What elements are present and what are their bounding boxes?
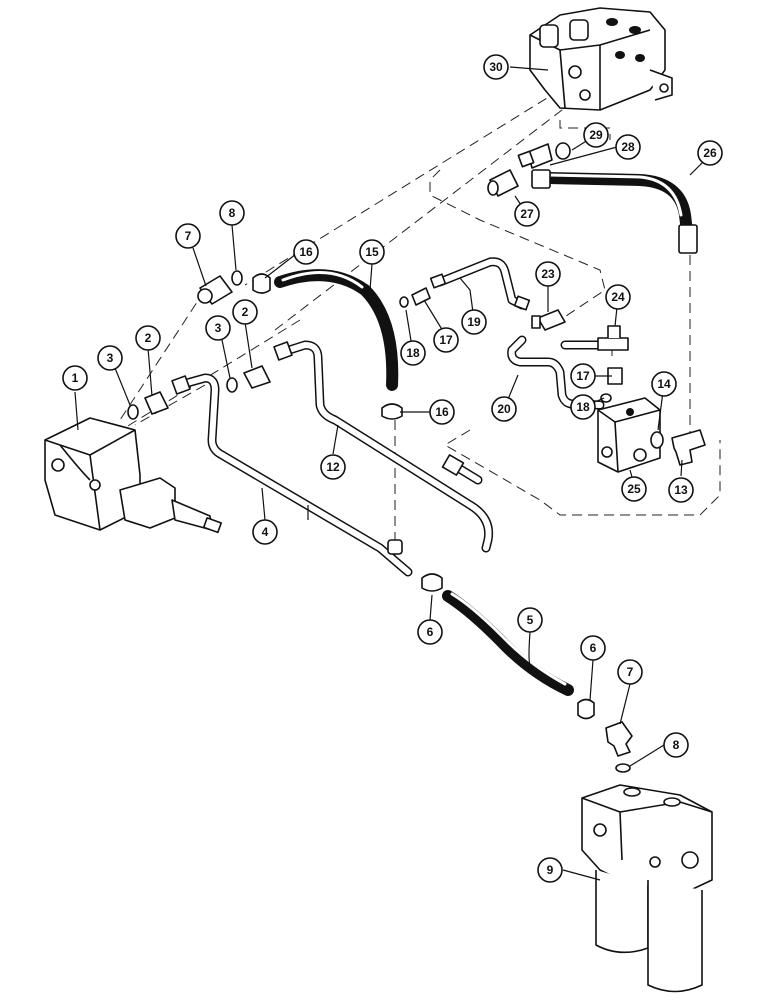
callout-29: 29 xyxy=(583,122,609,148)
leader-lines xyxy=(74,66,711,881)
control-valve-part-30 xyxy=(529,7,673,111)
svg-text:2: 2 xyxy=(242,305,249,319)
svg-text:29: 29 xyxy=(589,128,603,142)
tee-13 xyxy=(671,429,706,466)
callout-30: 30 xyxy=(483,54,509,80)
callout-15: 15 xyxy=(359,239,385,265)
filter-part-9 xyxy=(581,784,713,993)
svg-text:8: 8 xyxy=(229,206,236,220)
svg-text:28: 28 xyxy=(621,140,635,154)
callout-2: 2 xyxy=(232,299,258,325)
callout-4: 4 xyxy=(252,519,278,545)
clamp-16-upper xyxy=(252,273,271,294)
callout-28: 28 xyxy=(615,134,641,160)
lower-fittings-6-7-8 xyxy=(577,698,633,773)
callout-17: 17 xyxy=(433,327,459,353)
svg-text:23: 23 xyxy=(541,267,555,281)
callout-1: 1 xyxy=(62,365,88,391)
pump-part-1 xyxy=(44,417,223,534)
callout-25: 25 xyxy=(621,476,647,502)
hose-5 xyxy=(442,590,574,696)
o-ring-29 xyxy=(555,142,571,160)
svg-text:18: 18 xyxy=(406,346,420,360)
callout-14: 14 xyxy=(651,371,677,397)
callout-2: 2 xyxy=(135,325,161,351)
svg-text:20: 20 xyxy=(497,402,511,416)
callout-17: 17 xyxy=(570,363,596,389)
svg-text:24: 24 xyxy=(611,290,625,304)
svg-text:2: 2 xyxy=(145,331,152,345)
svg-text:9: 9 xyxy=(547,863,554,877)
fittings-13-14 xyxy=(650,429,706,466)
callout-27: 27 xyxy=(514,201,540,227)
callout-3: 3 xyxy=(205,315,231,341)
svg-text:16: 16 xyxy=(299,245,313,259)
callout-16: 16 xyxy=(429,399,455,425)
callout-9: 9 xyxy=(537,857,563,883)
callout-6: 6 xyxy=(417,619,443,645)
upper-fittings-17-18 xyxy=(399,287,431,308)
fittings-27-29 xyxy=(487,142,571,197)
clamp-6-lower xyxy=(421,573,443,592)
svg-text:6: 6 xyxy=(590,641,597,655)
svg-text:5: 5 xyxy=(527,613,534,627)
callout-18: 18 xyxy=(570,394,596,420)
svg-text:12: 12 xyxy=(326,460,340,474)
svg-text:7: 7 xyxy=(627,665,634,679)
svg-text:3: 3 xyxy=(107,351,114,365)
svg-text:6: 6 xyxy=(427,625,434,639)
callout-18: 18 xyxy=(400,340,426,366)
hose-26 xyxy=(531,169,698,254)
callout-5: 5 xyxy=(517,607,543,633)
callout-8: 8 xyxy=(219,200,245,226)
right-fittings-17-18 xyxy=(600,367,623,403)
callout-19: 19 xyxy=(461,309,487,335)
callout-24: 24 xyxy=(605,284,631,310)
callout-12: 12 xyxy=(320,454,346,480)
svg-text:25: 25 xyxy=(627,482,641,496)
valve-block-25 xyxy=(597,397,661,473)
svg-text:4: 4 xyxy=(262,525,269,539)
svg-text:8: 8 xyxy=(673,738,680,752)
svg-text:17: 17 xyxy=(576,369,590,383)
fitting-23 xyxy=(531,309,566,331)
callout-6: 6 xyxy=(580,635,606,661)
left-fittings-2-3 xyxy=(127,365,271,420)
svg-text:27: 27 xyxy=(520,207,534,221)
svg-text:19: 19 xyxy=(467,315,481,329)
hose-15 xyxy=(274,269,399,391)
svg-text:3: 3 xyxy=(215,321,222,335)
svg-text:14: 14 xyxy=(657,377,671,391)
tee-24 xyxy=(597,325,629,351)
upper-elbow-fittings xyxy=(197,270,271,305)
svg-text:26: 26 xyxy=(703,146,717,160)
svg-text:15: 15 xyxy=(365,245,379,259)
svg-text:7: 7 xyxy=(185,229,192,243)
callout-20: 20 xyxy=(491,396,517,422)
tube-12 xyxy=(273,340,494,553)
clamp-16-middle xyxy=(381,403,403,420)
callout-3: 3 xyxy=(97,345,123,371)
svg-text:30: 30 xyxy=(489,60,503,74)
svg-text:16: 16 xyxy=(435,405,449,419)
callout-26: 26 xyxy=(697,140,723,166)
svg-text:1: 1 xyxy=(72,371,79,385)
callout-23: 23 xyxy=(535,261,561,287)
svg-text:18: 18 xyxy=(576,400,590,414)
callout-13: 13 xyxy=(668,477,694,503)
o-ring-8-upper xyxy=(231,270,243,286)
callout-7: 7 xyxy=(175,223,201,249)
tube-19 xyxy=(429,257,531,311)
o-ring-14 xyxy=(650,431,664,449)
callout-16: 16 xyxy=(293,239,319,265)
tube-20 xyxy=(507,335,605,410)
svg-text:17: 17 xyxy=(439,333,453,347)
svg-text:13: 13 xyxy=(674,483,688,497)
callout-7: 7 xyxy=(617,659,643,685)
callout-8: 8 xyxy=(663,732,689,758)
tube-4 xyxy=(171,373,413,577)
